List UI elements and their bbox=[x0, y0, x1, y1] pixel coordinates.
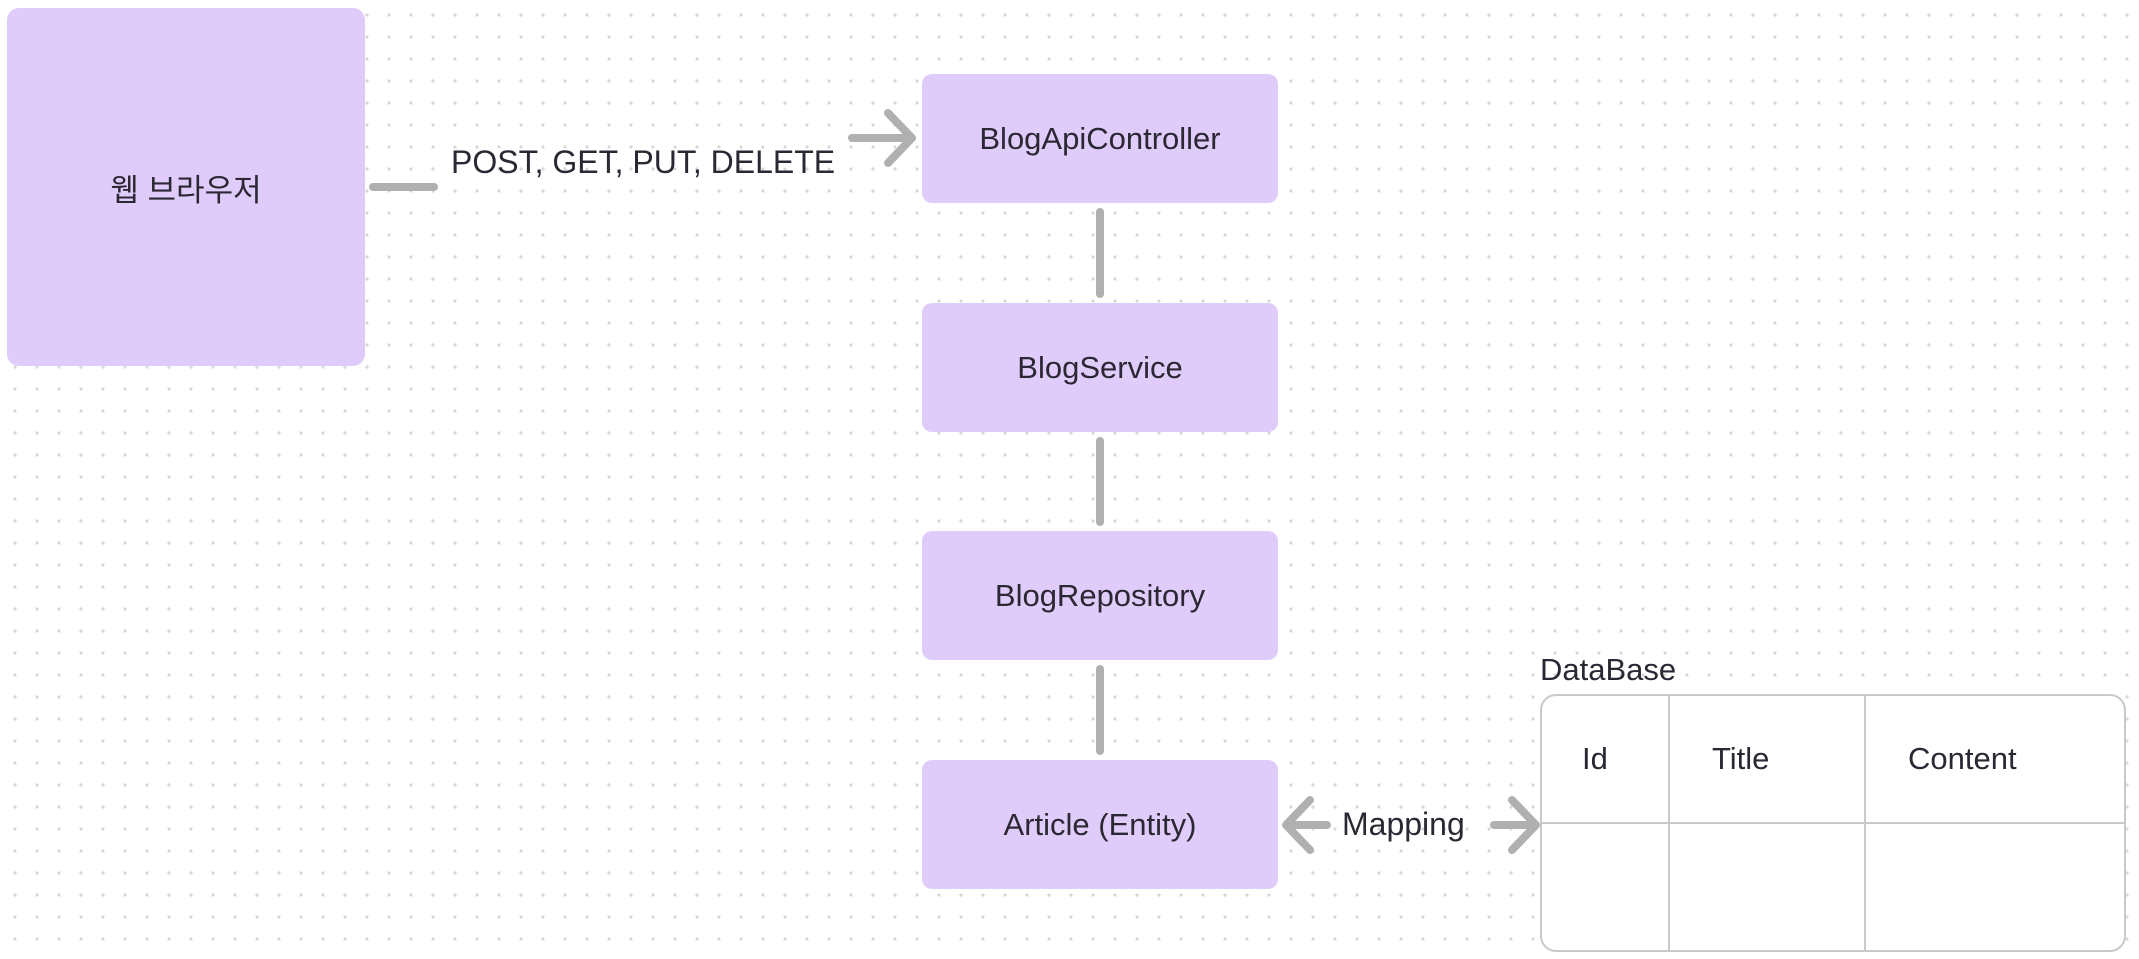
table-cell bbox=[1542, 824, 1670, 950]
article-entity-label: Article (Entity) bbox=[1003, 806, 1197, 842]
article-entity-node: Article (Entity) bbox=[922, 760, 1278, 889]
database-table: Id Title Content bbox=[1540, 694, 2126, 952]
mapping-label: Mapping bbox=[1342, 806, 1465, 842]
http-methods-label: POST, GET, PUT, DELETE bbox=[451, 144, 836, 180]
blog-api-controller-label: BlogApiController bbox=[979, 120, 1221, 156]
blog-api-controller-node: BlogApiController bbox=[922, 74, 1278, 203]
blog-service-node: BlogService bbox=[922, 303, 1278, 432]
web-browser-node: 웹 브라우저 bbox=[7, 8, 365, 366]
web-browser-label: 웹 브라우저 bbox=[110, 172, 262, 208]
arrow-head-left-icon bbox=[1282, 796, 1314, 854]
table-header-title: Title bbox=[1670, 696, 1866, 824]
table-cell bbox=[1866, 824, 2124, 950]
arrow-head-right-icon bbox=[1508, 796, 1540, 854]
blog-service-label: BlogService bbox=[1017, 349, 1183, 385]
table-header-content: Content bbox=[1866, 696, 2124, 824]
database-title: DataBase bbox=[1540, 652, 1677, 687]
blog-repository-label: BlogRepository bbox=[994, 577, 1206, 613]
table-header-id: Id bbox=[1542, 696, 1670, 824]
arrow-head-right-icon bbox=[884, 109, 916, 167]
blog-repository-node: BlogRepository bbox=[922, 531, 1278, 660]
table-cell bbox=[1670, 824, 1866, 950]
